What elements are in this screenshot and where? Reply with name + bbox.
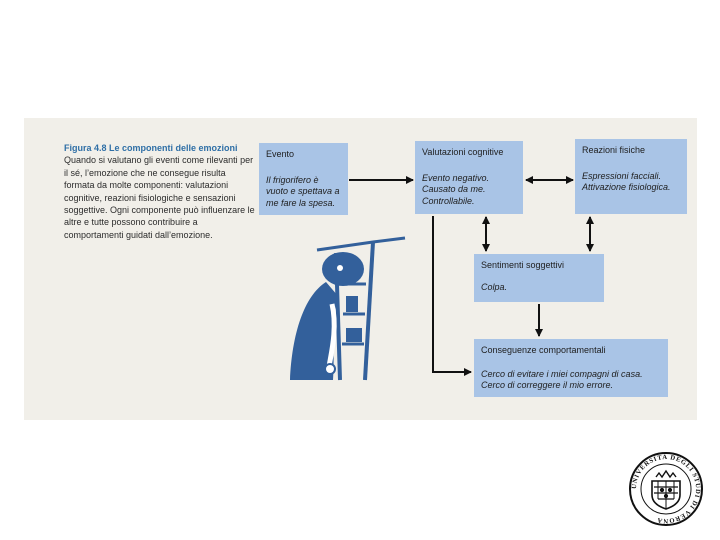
box-sentimenti-soggettivi: Sentimenti soggettivi Colpa. [474,254,604,302]
figure-title: Le componenti delle emozioni [109,143,238,153]
diagram-connectors [290,176,594,381]
box-valutazioni-title: Valutazioni cognitive [422,147,504,157]
person-at-fridge-illustration [290,236,406,381]
textbook-figure-scan: Figura 4.8 Le componenti delle emozioni … [24,118,697,420]
box-evento-title: Evento [266,149,295,159]
box-valutazioni-cognitive: Valutazioni cognitive Evento negativo. C… [415,141,523,214]
box-reazioni-fisiche: Reazioni fisiche Espressioni facciali. A… [575,139,687,214]
box-sentimenti-title: Sentimenti soggettivi [481,260,565,270]
box-valutazioni-text: Evento negativo. Causato da me. Controll… [422,172,490,206]
box-sentimenti-text: Colpa. [481,281,508,292]
seal-emblem [651,469,681,510]
box-reazioni-title: Reazioni fisiche [582,145,646,155]
university-seal-logo: UNIVERSITA DEGLI STUDI DI VERONA [629,452,703,526]
box-conseguenze-title: Conseguenze comportamentali [481,345,606,355]
box-conseguenze-text: Cerco di evitare i miei compagni di casa… [481,368,643,391]
figure-number: Figura 4.8 [64,143,107,153]
figure-caption: Figura 4.8 Le componenti delle emozioni … [64,142,256,241]
box-evento-text: Il frigorifero è vuoto e spettava a me f… [266,174,340,208]
box-reazioni-text: Espressioni facciali. Attivazione fisiol… [582,170,671,193]
box-evento: Evento Il frigorifero è vuoto e spettava… [259,143,348,215]
arrow-valutazioni-to-conseguenze [432,216,472,376]
box-conseguenze-comportamentali: Conseguenze comportamentali Cerco di evi… [474,339,668,397]
figure-caption-text: Quando si valutano gli eventi come rilev… [64,155,255,240]
